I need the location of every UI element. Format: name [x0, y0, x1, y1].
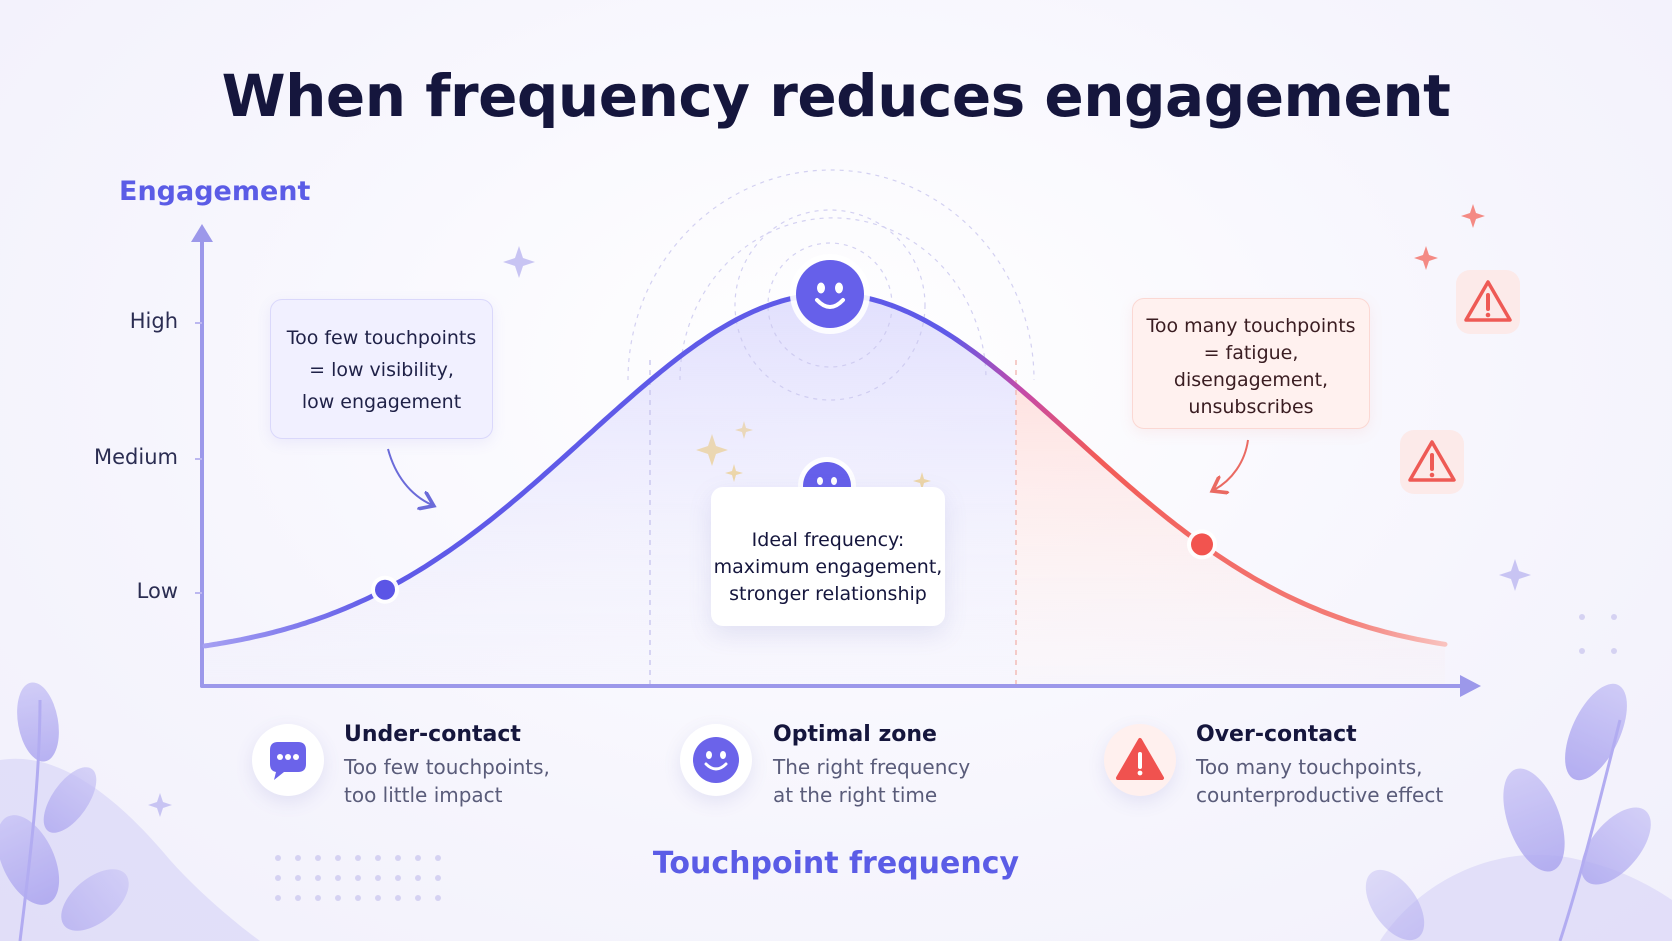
- under-contact-point: [371, 575, 399, 604]
- smiley-icon: [693, 737, 739, 783]
- callout-under-contact: Too few touchpoints = low visibility, lo…: [270, 299, 493, 439]
- axes: [191, 224, 1481, 697]
- page-title: When frequency reduces engagement: [221, 62, 1451, 130]
- leaf-decoration-left: [0, 682, 260, 941]
- smiley-icon: [815, 282, 845, 309]
- y-tick-high: High: [129, 309, 178, 333]
- zone-desc-optimal: The right frequency at the right time: [773, 755, 971, 807]
- callout-arrow-right: [1214, 439, 1249, 490]
- y-axis-title: Engagement: [119, 176, 311, 207]
- x-axis-title: Touchpoint frequency: [652, 846, 1020, 881]
- zone-icon-over-contact: [1104, 724, 1176, 796]
- zone-desc-under-contact: Too few touchpoints, too little impact: [344, 755, 550, 807]
- x-axis-arrow: [1460, 675, 1481, 697]
- zone-icon-under-contact: [252, 724, 324, 796]
- callout-arrow-left: [387, 448, 432, 505]
- chat-bubble-icon: [270, 742, 306, 780]
- zone-desc-over-contact: Too many touchpoints, counterproductive …: [1196, 755, 1444, 807]
- warning-icon: [1400, 430, 1464, 494]
- callout-ideal-frequency: Ideal frequency: maximum engagement, str…: [711, 487, 945, 626]
- warning-icon: [1456, 270, 1520, 334]
- zone-title-under-contact: Under-contact: [344, 722, 521, 747]
- optimal-peak: [790, 254, 870, 334]
- over-contact-area: [1016, 385, 1445, 686]
- warning-icon: [1116, 738, 1164, 780]
- y-tick-low: Low: [136, 579, 178, 603]
- leaf-decoration-right: [1365, 683, 1672, 941]
- y-tick-medium: Medium: [94, 445, 178, 469]
- zone-title-optimal: Optimal zone: [773, 722, 937, 747]
- over-contact-point: [1187, 529, 1217, 560]
- callout-over-contact: Too many touchpoints = fatigue, disengag…: [1132, 298, 1370, 429]
- zone-icon-optimal: [680, 724, 752, 796]
- y-axis-arrow: [191, 224, 213, 242]
- dot-grid-left: [275, 855, 441, 901]
- zone-title-over-contact: Over-contact: [1196, 722, 1357, 747]
- dot-grid-right: [1579, 614, 1617, 654]
